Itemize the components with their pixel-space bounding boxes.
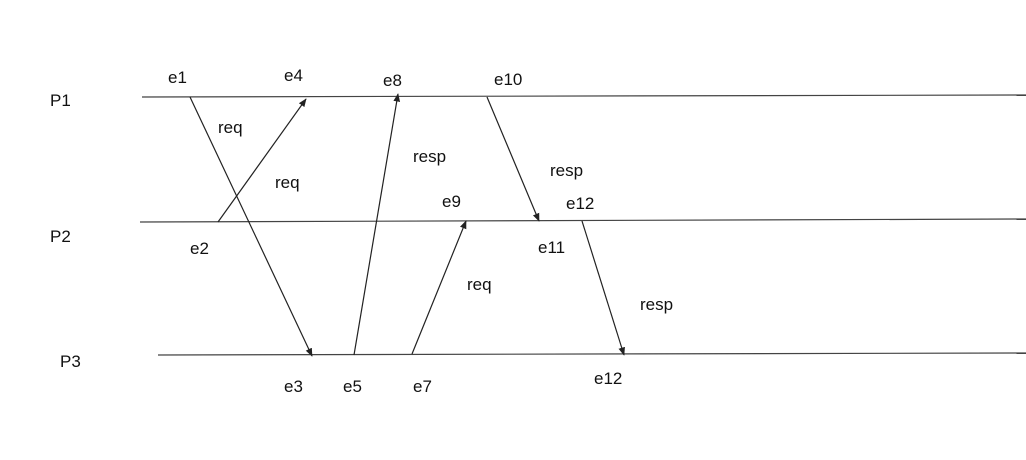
message-arrow-e7-e9 xyxy=(411,220,467,355)
event-label-e12-p3: e12 xyxy=(594,369,622,388)
message-arrow-e12-e12 xyxy=(581,220,625,356)
event-label-e3: e3 xyxy=(284,377,303,396)
event-label-e2: e2 xyxy=(190,239,209,258)
process-label-p3: P3 xyxy=(60,352,81,371)
event-label-e8: e8 xyxy=(383,71,402,90)
timeline-p1 xyxy=(141,94,1026,98)
event-label-e11: e11 xyxy=(538,238,565,257)
message-arrow-e10-e11 xyxy=(486,96,540,222)
message-label-m2: req xyxy=(275,173,300,192)
timeline-p2 xyxy=(139,218,1026,223)
message-arrow-e1-e3 xyxy=(189,96,313,357)
timeline-p3 xyxy=(157,352,1026,356)
event-label-e7: e7 xyxy=(413,377,432,396)
process-label-p2: P2 xyxy=(50,227,71,246)
event-label-e9: e9 xyxy=(442,192,461,211)
event-label-e1: e1 xyxy=(168,68,187,87)
event-label-e12-p2: e12 xyxy=(566,194,594,213)
message-label-m5: req xyxy=(467,275,492,294)
event-label-e10: e10 xyxy=(494,70,522,89)
message-label-m6: resp xyxy=(640,295,673,314)
event-label-e4: e4 xyxy=(284,66,303,85)
message-arrow-e2-e4 xyxy=(217,98,307,223)
message-arrow-e5-e8 xyxy=(353,93,401,356)
event-label-e5: e5 xyxy=(343,377,362,396)
process-label-p1: P1 xyxy=(50,91,71,110)
message-label-m3: resp xyxy=(413,147,446,166)
message-label-m4: resp xyxy=(550,161,583,180)
message-label-m1: req xyxy=(218,118,243,137)
